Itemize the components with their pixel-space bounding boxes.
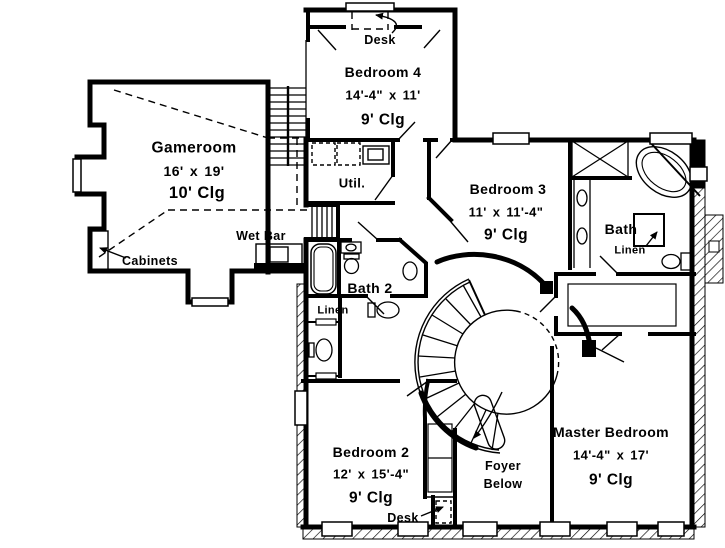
fixtures [89,139,701,498]
bath-toilet [661,252,692,271]
linen-bath-label: Linen [614,244,646,257]
bedroom3-ceiling: 9' Clg [484,226,528,244]
foyer-label-line1: Foyer [484,458,522,473]
bath2-sink [340,241,362,254]
spiral-treads [417,284,499,451]
desk-lower-arrow [420,506,444,517]
master-closet-shelf [567,283,677,327]
gameroom-size: 16' x 19' [163,163,225,179]
utility-label: Util. [338,175,366,191]
desk-upper-label: Desk [364,32,396,47]
bedroom4-ceiling: 9' Clg [361,111,405,129]
utility-appliances [311,142,390,166]
wet-bar-label: Wet Bar [236,228,286,243]
gameroom-name: Gameroom [151,139,237,157]
shower [571,140,629,178]
bedroom3-closet [573,180,591,268]
spiral-staircase [414,278,560,454]
stair-direction-arrow [473,391,503,439]
bath2-toilet [343,253,360,275]
bath-label: Bath [604,221,638,237]
bedroom2-closet [425,423,455,498]
annotation-arrows [99,12,658,517]
desk-upper-arrow [375,12,398,34]
master-bedroom-name: Master Bedroom [552,424,670,440]
bedroom2-ceiling: 9' Clg [349,489,393,507]
hall-toilet [367,301,400,319]
linen-bath2-label: Linen [317,304,349,317]
foyer-label-line2: Below [483,476,523,491]
wet-bar-counter [254,243,308,272]
master-bedroom-ceiling: 9' Clg [589,471,633,489]
bathtub [310,243,337,295]
bath2-label: Bath 2 [347,280,393,296]
straight-staircase [270,40,333,237]
door-leaves [317,29,625,397]
desk-lower-label: Desk [387,510,419,525]
master-bedroom-size: 14'-4" x 17' [572,447,650,463]
stair-newel [473,394,506,450]
cabinets-label: Cabinets [122,253,178,268]
bedroom3-size: 11' x 11'-4" [468,204,544,220]
garden-tub [635,139,701,198]
compartment-toilet [308,338,333,362]
vanity-sink [402,261,418,281]
linen-closet-bath [633,213,665,247]
gameroom-ceiling: 10' Clg [168,183,226,202]
cabinet [89,230,109,272]
bedroom2-size: 12' x 15'-4" [332,466,410,482]
windows [72,2,708,537]
bedroom3-name: Bedroom 3 [469,181,547,197]
linen-bath-arrow [645,231,658,247]
bedroom4-name: Bedroom 4 [344,64,422,80]
bedroom4-size: 14'-4" x 11' [345,87,421,103]
interior-walls [301,8,696,529]
cabinets-arrow [99,247,127,259]
bedroom2-name: Bedroom 2 [332,444,410,460]
